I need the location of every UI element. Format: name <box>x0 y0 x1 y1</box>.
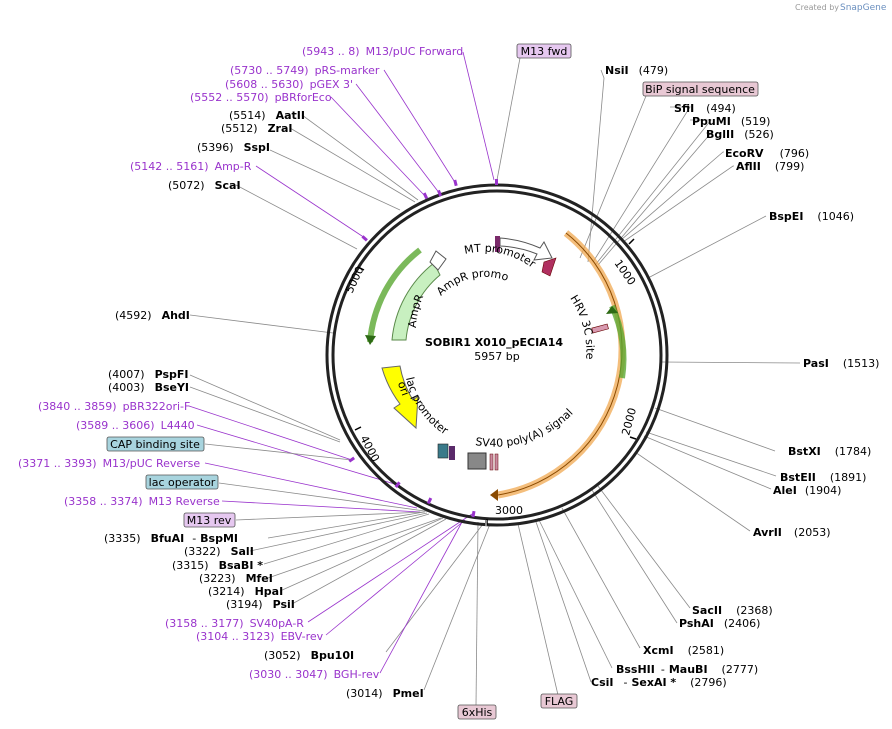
enzyme-pasi: PasI(1513) <box>803 357 879 370</box>
plasmid-name: SOBIR1 X010_pECIA14 <box>425 336 563 349</box>
flag-feature <box>494 453 499 471</box>
snapgene-logo: SnapGene <box>840 3 887 13</box>
tag-m13-fwd: M13 fwd <box>516 43 572 59</box>
cut-marks <box>348 179 498 526</box>
enzyme-labels-left: (3014)PmeI (3052)Bpu10I (3194)PsiI (3214… <box>104 109 424 700</box>
enzyme-alei: AleI(1904) <box>773 484 841 497</box>
cds-arc-right-arrowhead <box>606 306 618 314</box>
lac-operator-feature <box>449 446 455 460</box>
enzyme-bpu10i: (3052)Bpu10I <box>264 649 354 662</box>
hrv-label: HRV 3C site <box>567 293 596 360</box>
insert-arc <box>497 230 626 499</box>
primer-labels: (5943 .. 8)M13/pUC Forward (5730 .. 5749… <box>18 45 463 681</box>
enzyme-bsteii: BstEII(1891) <box>780 471 866 484</box>
primer-leaders <box>188 51 495 674</box>
svg-text:M13 rev: M13 rev <box>187 514 232 527</box>
tick-3000: 3000 <box>495 504 523 517</box>
insert-arc-line <box>497 232 623 496</box>
svg-text:lac operator: lac operator <box>149 476 216 489</box>
enzyme-avrii: AvrII(2053) <box>753 526 830 539</box>
cap-site-feature <box>437 443 449 459</box>
enzyme-sali: (3322)SalI <box>184 545 254 558</box>
enzyme-bseyi: (4003)BseYI <box>108 381 189 394</box>
svg-text:CAP binding site: CAP binding site <box>110 438 200 451</box>
enzyme-aatii: (5514)AatII <box>229 109 305 122</box>
enzyme-bsshii-maubi: BssHII-MauBI(2777) <box>616 663 758 676</box>
enzyme-sfii: SfiI(494) <box>674 102 736 115</box>
enzyme-pmei: (3014)PmeI <box>346 687 424 700</box>
plasmid-size: 5957 bp <box>474 350 519 363</box>
tag-flag: FLAG <box>540 693 578 709</box>
primer-sv40pa-r: (3158 .. 3177)SV40pA-R <box>165 617 304 630</box>
tag-m13-rev: M13 rev <box>183 512 236 528</box>
mt-promoter-feature <box>499 237 553 261</box>
enzyme-nsii: NsiI(479) <box>605 64 668 77</box>
svg-text:FLAG: FLAG <box>545 695 574 708</box>
ampr-promoter-feature <box>429 250 447 271</box>
bip-feature <box>541 257 557 277</box>
svg-text:BiP signal sequence: BiP signal sequence <box>645 83 755 96</box>
primer-l4440: (3589 .. 3606)L4440 <box>76 419 195 432</box>
insert-arc-arrowhead <box>490 489 498 501</box>
svg-text:6xHis: 6xHis <box>462 706 493 719</box>
tick-1000: 1000 <box>612 257 639 287</box>
enzyme-ecorv: EcoRV(796) <box>725 147 809 160</box>
enzyme-mfei: (3223)MfeI <box>199 572 273 585</box>
enzyme-leaders <box>189 69 801 691</box>
enzyme-aflii: AflII(799) <box>736 160 804 173</box>
m13-fwd-site <box>495 236 500 252</box>
enzyme-ahdi: (4592)AhdI <box>115 309 190 322</box>
enzyme-labels-right: NsiI(479) SfiI(494) PpuMI(519) BglII(526… <box>591 64 879 689</box>
svg-text:M13 fwd: M13 fwd <box>521 45 568 58</box>
enzyme-hpai: (3214)HpaI <box>208 585 283 598</box>
hrv-site-feature <box>591 323 609 334</box>
ampr-feature <box>391 262 441 341</box>
credit-prefix: Created by <box>795 3 839 12</box>
primer-m13-reverse: (3358 .. 3374)M13 Reverse <box>64 495 220 508</box>
backbone-inner-strand <box>331 189 663 521</box>
enzyme-scai: (5072)ScaI <box>168 179 241 192</box>
enzyme-bspei: BspEI(1046) <box>769 210 854 223</box>
primer-prs-marker: (5730 .. 5749)pRS-marker <box>230 64 380 77</box>
sv40-label: SV40 poly(A) signal <box>475 406 576 450</box>
enzyme-pspfi: (4007)PspFI <box>108 368 188 381</box>
enzyme-sspi: (5396)SspI <box>197 141 270 154</box>
enzyme-bsabi: (3315)BsaBI * <box>172 559 263 572</box>
tag-cap: CAP binding site <box>106 436 205 452</box>
enzyme-ppumi: PpuMI(519) <box>692 115 770 128</box>
enzyme-bstxi: BstXI(1784) <box>788 445 871 458</box>
primer-pbr322ori-f: (3840 .. 3859)pBR322ori-F <box>38 400 190 413</box>
tag-6xhis: 6xHis <box>457 704 497 720</box>
enzyme-sacii: SacII(2368) <box>692 604 773 617</box>
primer-pbrforeco: (5552 .. 5570)pBRforEco <box>190 91 332 104</box>
primer-amp-r: (5142 .. 5161)Amp-R <box>130 160 252 173</box>
primer-ebv-rev: (3104 .. 3123)EBV-rev <box>196 630 324 643</box>
tag-leaders <box>204 57 647 706</box>
enzyme-csii-sexai: CsiI-SexAI *(2796) <box>591 676 727 689</box>
tag-lac-operator: lac operator <box>145 474 219 490</box>
primer-m13puc-fwd: (5943 .. 8)M13/pUC Forward <box>302 45 463 58</box>
sv40-feature <box>467 452 487 470</box>
tick-5000: 5000 <box>343 264 367 295</box>
enzyme-bglii: BglII(526) <box>706 128 774 141</box>
enzyme-bfuai-bspmi: (3335)BfuAI-BspMI <box>104 532 238 545</box>
primer-bgh-rev: (3030 .. 3047)BGH-rev <box>249 668 380 681</box>
enzyme-pshai: PshAI(2406) <box>679 617 760 630</box>
tick-2000: 2000 <box>619 406 639 436</box>
primer-pgex3: (5608 .. 5630)pGEX 3' <box>225 78 353 91</box>
primer-m13puc-rev: (3371 .. 3393)M13/pUC Reverse <box>18 457 200 470</box>
tag-bip: BiP signal sequence <box>642 81 759 97</box>
enzyme-xcmi: XcmI(2581) <box>643 644 724 657</box>
his-feature <box>489 453 494 471</box>
enzyme-zrai: (5512)ZraI <box>221 122 293 135</box>
ampr-arc-outer <box>367 247 422 343</box>
ori-label: ori <box>395 380 412 398</box>
ampr-arc-outer-arrowhead <box>365 335 376 345</box>
enzyme-psii: (3194)PsiI <box>226 598 295 611</box>
ori-feature <box>381 365 419 430</box>
